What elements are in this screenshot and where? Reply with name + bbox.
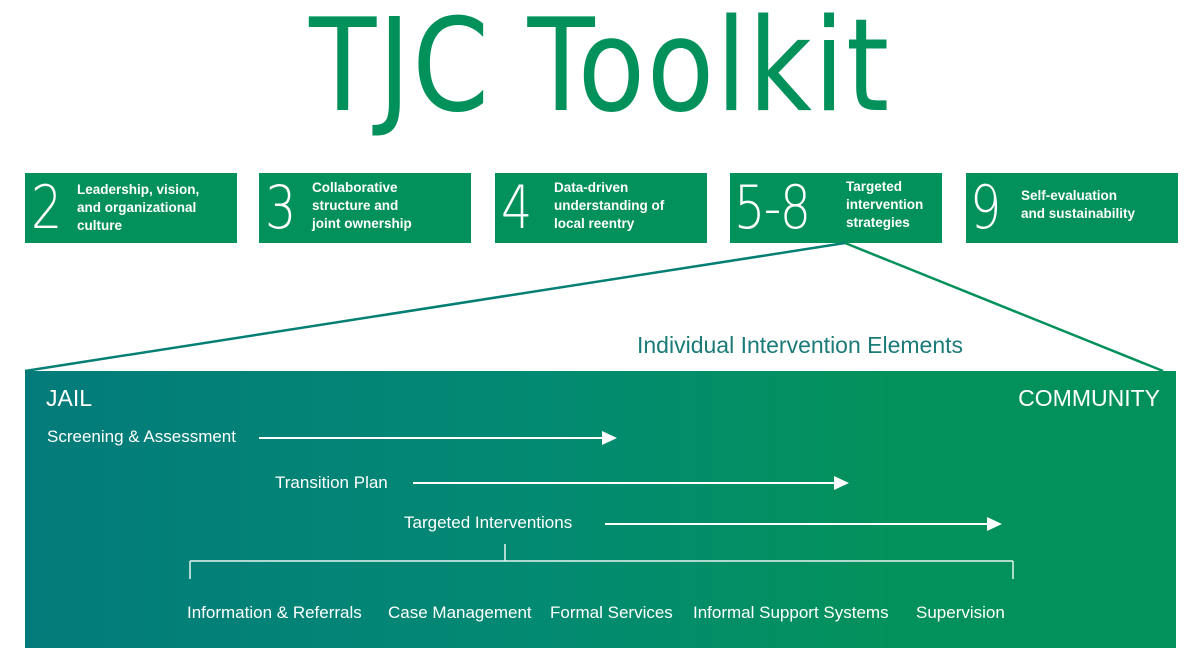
- step-label: Data-driven understanding of local reent…: [554, 180, 665, 231]
- page-title: TJC Toolkit: [309, 0, 891, 141]
- arrow-icon: [413, 476, 849, 490]
- phase-transition-plan: Transition Plan: [275, 473, 388, 492]
- community-label: COMMUNITY: [1018, 385, 1160, 411]
- arrow-icon: [605, 517, 1002, 531]
- service-information-referrals: Information & Referrals: [187, 603, 362, 622]
- jail-label: JAIL: [46, 385, 93, 411]
- step-number: 2: [31, 173, 62, 243]
- step-box-3: 3 Collaborative structure and joint owne…: [259, 173, 471, 243]
- step-number: 4: [501, 173, 532, 243]
- step-number: 9: [970, 173, 1001, 243]
- phase-screening-assessment: Screening & Assessment: [47, 427, 236, 446]
- step-box-4: 4 Data-driven understanding of local ree…: [495, 173, 707, 243]
- phase-targeted-interventions: Targeted Interventions: [404, 513, 573, 532]
- step-label: Targeted intervention strategies: [846, 179, 924, 230]
- service-supervision: Supervision: [916, 603, 1005, 622]
- bracket-icon: [189, 544, 1014, 579]
- step-box-5-8: 5-8 Targeted intervention strategies: [730, 173, 942, 243]
- arrow-icon: [259, 431, 617, 445]
- timeline-arrows: [189, 431, 1014, 579]
- step-box-2: 2 Leadership, vision, and organizational…: [25, 173, 237, 243]
- step-label: Self-evaluation and sustainability: [1021, 188, 1136, 221]
- step-number: 3: [265, 173, 296, 243]
- service-case-management: Case Management: [388, 603, 532, 622]
- service-formal-services: Formal Services: [550, 603, 673, 622]
- step-label: Collaborative structure and joint owners…: [312, 180, 412, 231]
- intervention-panel: JAIL COMMUNITY Screening & Assessment Tr…: [25, 371, 1176, 648]
- service-informal-support-systems: Informal Support Systems: [693, 603, 889, 622]
- step-box-9: 9 Self-evaluation and sustainability: [966, 173, 1178, 243]
- step-number: 5-8: [734, 173, 811, 243]
- step-label: Leadership, vision, and organizational c…: [77, 182, 200, 233]
- detail-subtitle: Individual Intervention Elements: [637, 332, 964, 358]
